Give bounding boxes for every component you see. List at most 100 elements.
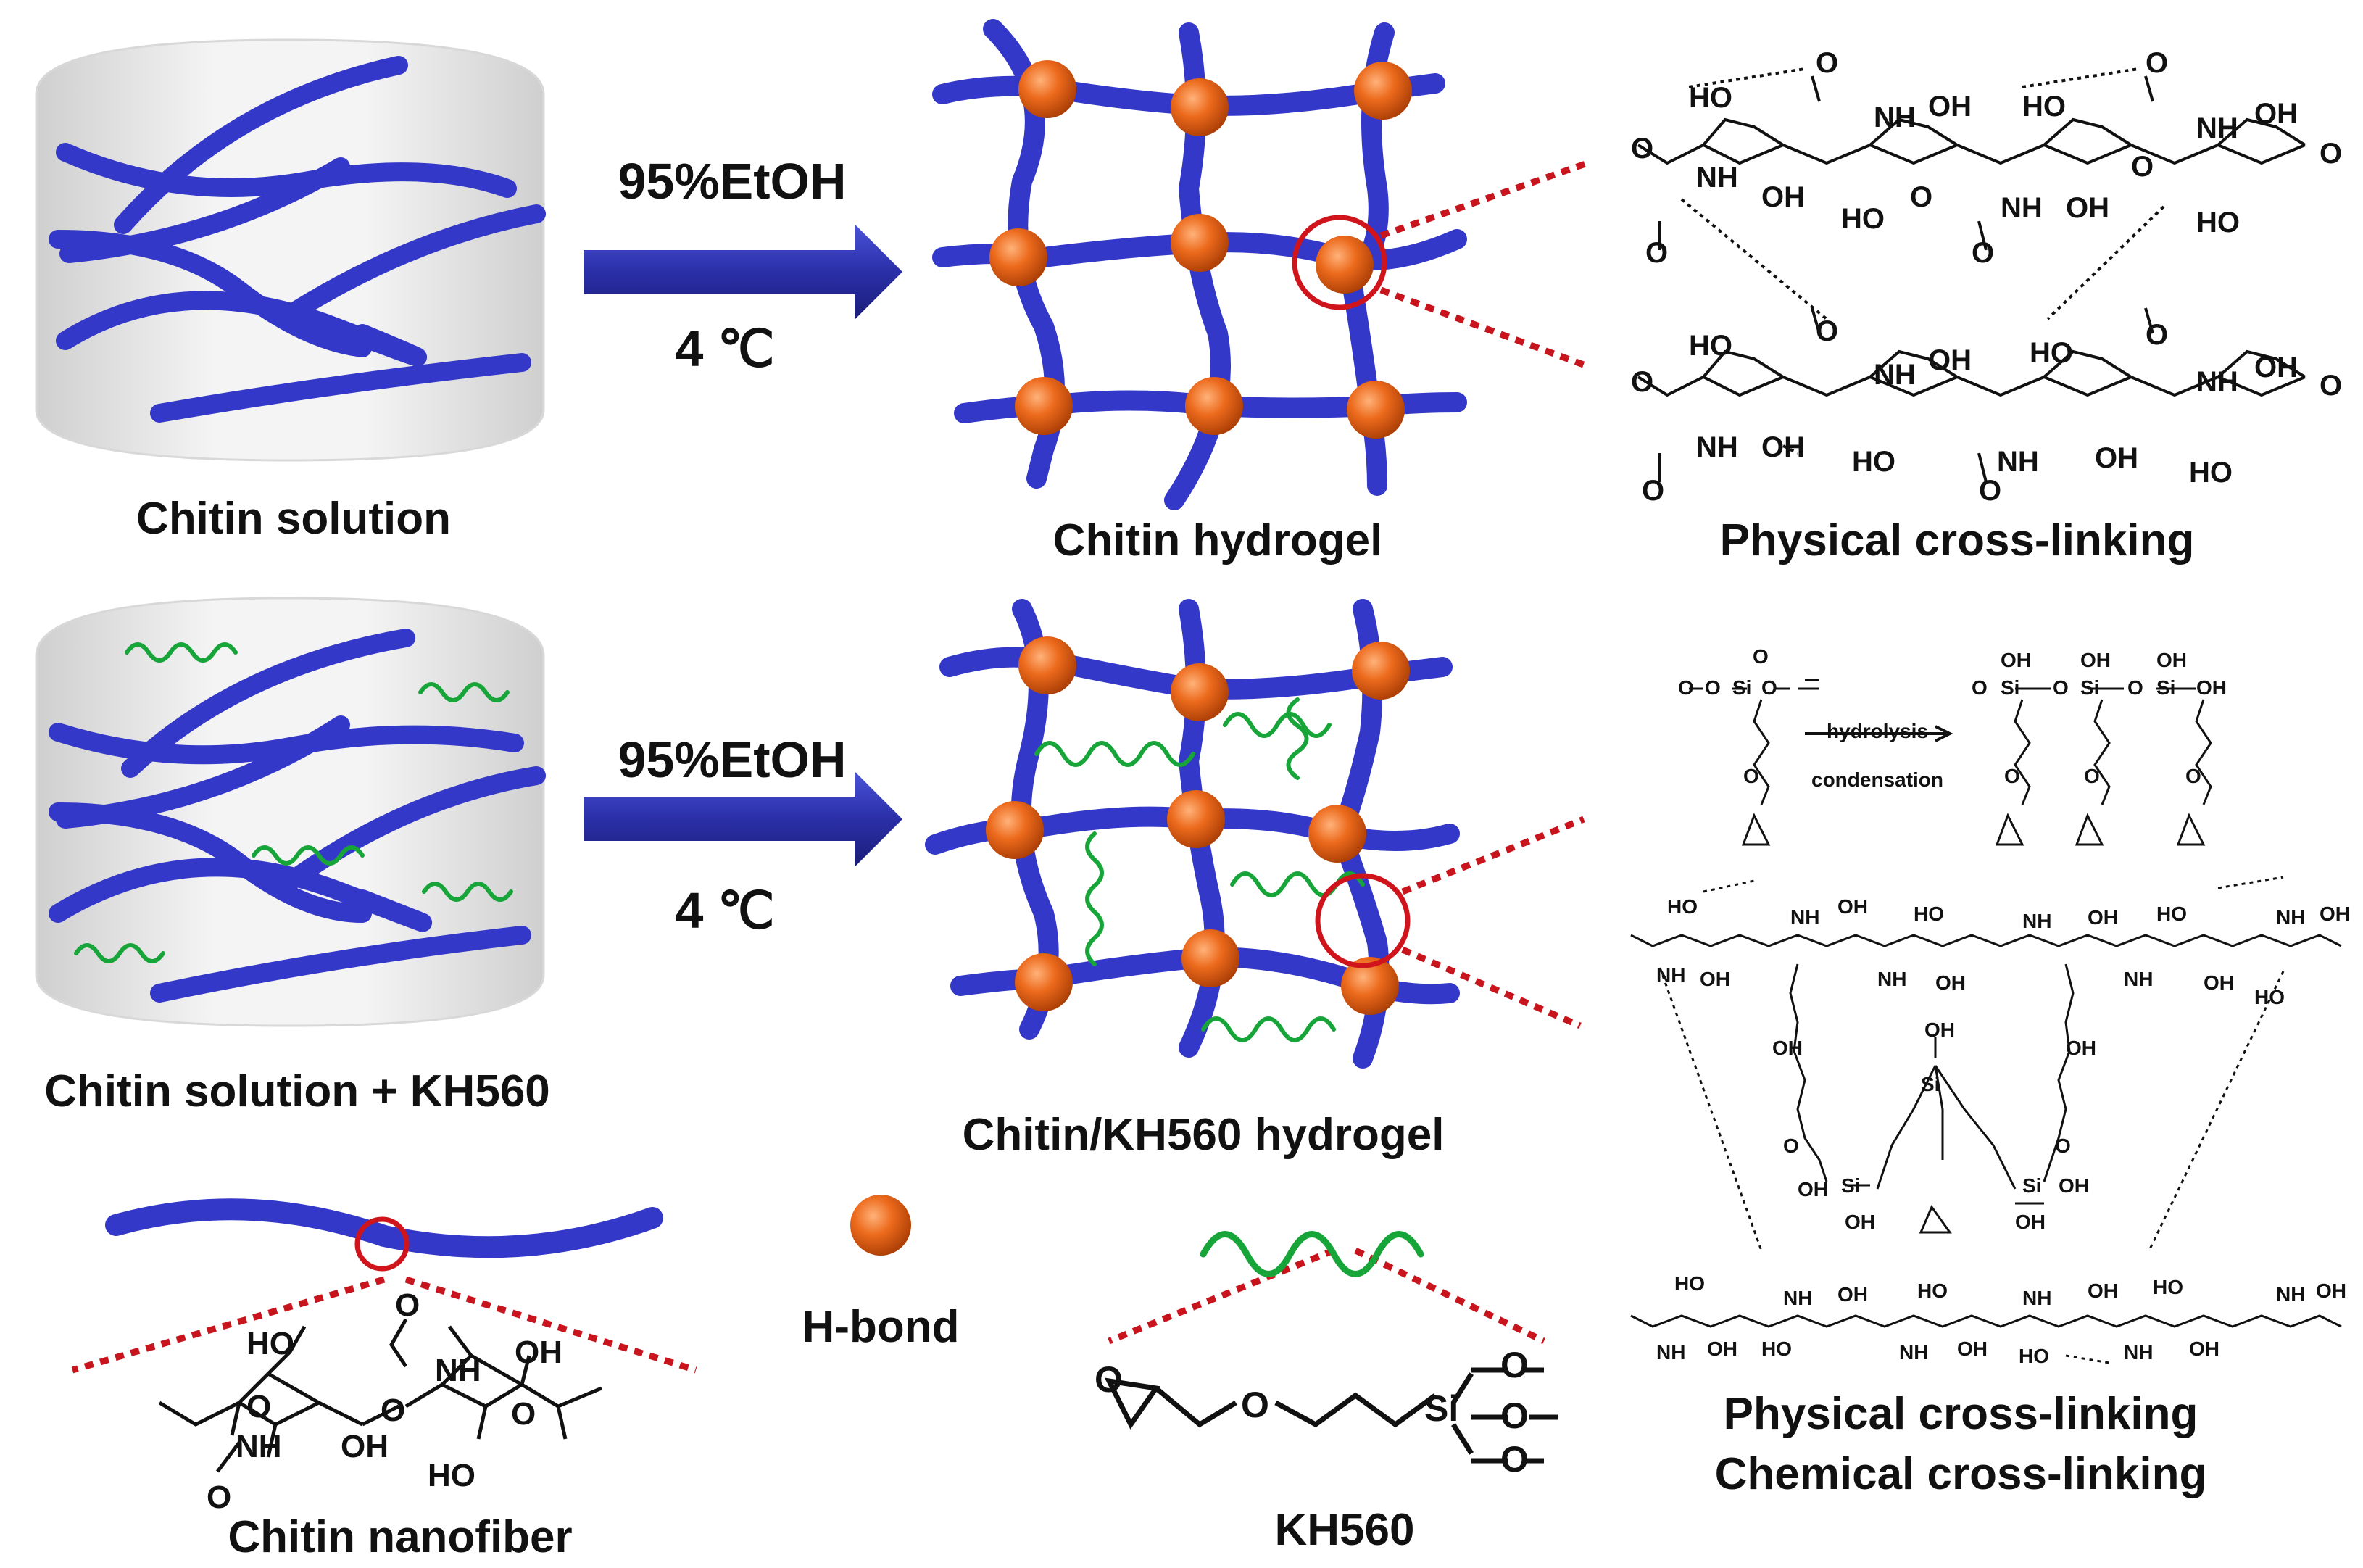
svg-text:NH: NH	[1790, 906, 1819, 929]
svg-text:HO: HO	[1852, 446, 1895, 478]
svg-text:HO: HO	[1689, 82, 1732, 114]
label-chitin-kh560-hydrogel: Chitin/KH560 hydrogel	[962, 1110, 1445, 1160]
svg-text:OH: OH	[2059, 1174, 2089, 1197]
svg-text:NH: NH	[1877, 968, 1906, 990]
svg-text:OH: OH	[2066, 1037, 2096, 1059]
chemical-crosslinking-structure	[1630, 679, 2342, 1364]
svg-text:HO: HO	[1914, 903, 1944, 925]
svg-text:OH: OH	[2254, 98, 2298, 130]
svg-text:O: O	[2185, 765, 2201, 787]
label-hydrolysis: hydrolysis	[1826, 720, 1929, 742]
svg-text:OH: OH	[1935, 971, 1966, 994]
label-solvent-top: 95%EtOH	[618, 153, 847, 210]
svg-text:O: O	[1631, 366, 1653, 398]
svg-text:Si: Si	[1921, 1073, 1940, 1095]
svg-text:O: O	[395, 1287, 420, 1323]
svg-text:Si: Si	[2080, 676, 2099, 699]
zoom-lines	[71, 159, 1589, 1374]
svg-text:O: O	[2320, 370, 2342, 402]
svg-text:O: O	[1500, 1395, 1529, 1436]
svg-text:NH: NH	[2001, 192, 2043, 224]
svg-text:OH: OH	[2066, 192, 2109, 224]
svg-text:NH: NH	[1656, 1341, 1685, 1364]
svg-text:NH: NH	[2022, 1287, 2051, 1309]
svg-text:O: O	[1645, 237, 1668, 269]
svg-text:O: O	[1500, 1439, 1529, 1480]
svg-text:NH: NH	[2022, 910, 2051, 932]
svg-text:HO: HO	[2196, 207, 2240, 238]
svg-text:NH: NH	[1874, 101, 1916, 133]
svg-text:HO: HO	[1689, 330, 1732, 362]
svg-text:O: O	[2004, 765, 2020, 787]
svg-text:HO: HO	[1917, 1279, 1948, 1302]
svg-text:HO: HO	[2156, 903, 2187, 925]
label-condensation: condensation	[1811, 768, 1944, 791]
svg-text:OH: OH	[341, 1429, 389, 1464]
svg-text:OH: OH	[2015, 1211, 2046, 1233]
beaker-chitin-solution	[35, 38, 546, 462]
label-solvent-bottom: 95%EtOH	[618, 731, 847, 788]
svg-text:O: O	[1761, 676, 1777, 699]
label-physical-crosslinking-top: Physical cross-linking	[1719, 515, 2195, 565]
svg-text:NH: NH	[2124, 968, 2153, 990]
legend-fiber	[105, 1198, 663, 1272]
label-temperature-top: 4 ℃	[675, 320, 775, 377]
svg-text:O: O	[207, 1480, 231, 1515]
svg-text:OH: OH	[2316, 1279, 2346, 1302]
svg-text:O: O	[2320, 138, 2342, 170]
svg-text:OH: OH	[1928, 91, 1972, 123]
svg-text:OH: OH	[2088, 906, 2118, 929]
svg-text:O: O	[2146, 47, 2168, 79]
svg-text:O: O	[1500, 1345, 1529, 1385]
svg-text:HO: HO	[2153, 1276, 2183, 1298]
label-physical-crosslinking-bottom: Physical cross-linking	[1723, 1389, 2198, 1439]
svg-text:O: O	[2053, 676, 2069, 699]
arrow-bottom	[584, 772, 902, 866]
svg-text:HO: HO	[2019, 1345, 2049, 1367]
svg-text:O: O	[2127, 676, 2143, 699]
svg-text:HO: HO	[246, 1326, 294, 1361]
svg-text:O: O	[1979, 475, 2001, 507]
svg-text:OH: OH	[1837, 895, 1868, 918]
svg-text:Si: Si	[2156, 676, 2175, 699]
svg-text:O: O	[2131, 151, 2154, 183]
label-chemical-crosslinking: Chemical cross-linking	[1714, 1449, 2207, 1499]
label-chitin-hydrogel: Chitin hydrogel	[1052, 515, 1383, 565]
svg-text:OH: OH	[2095, 442, 2138, 474]
svg-text:O: O	[246, 1389, 271, 1424]
svg-text:O: O	[2084, 765, 2100, 787]
svg-text:NH: NH	[1783, 1287, 1812, 1309]
label-temperature-bottom: 4 ℃	[675, 882, 775, 939]
svg-text:Si: Si	[2022, 1174, 2041, 1197]
svg-text:OH: OH	[2001, 649, 2031, 671]
kh560-structure	[1104, 1367, 1558, 1464]
svg-text:OH: OH	[1924, 1019, 1955, 1041]
svg-text:OH: OH	[1845, 1211, 1875, 1233]
svg-text:HO: HO	[2030, 337, 2073, 369]
svg-text:NH: NH	[1997, 446, 2039, 478]
svg-text:OH: OH	[1761, 181, 1805, 213]
svg-text:OH: OH	[1957, 1337, 1988, 1360]
svg-text:O: O	[1783, 1134, 1799, 1157]
svg-text:HO: HO	[1667, 895, 1698, 918]
svg-text:NH: NH	[1874, 359, 1916, 391]
svg-text:O: O	[1816, 315, 1838, 347]
label-chitin-solution: Chitin solution	[136, 494, 451, 544]
svg-text:HO: HO	[2022, 91, 2066, 123]
svg-text:O: O	[1910, 181, 1932, 213]
svg-text:HO: HO	[2254, 986, 2285, 1008]
svg-text:OH: OH	[2088, 1279, 2118, 1302]
svg-text:O: O	[1743, 765, 1759, 787]
label-chitin-solution-kh560: Chitin solution + KH560	[44, 1066, 550, 1116]
arrow-top	[584, 225, 902, 319]
svg-text:O: O	[1972, 237, 1994, 269]
svg-text:NH: NH	[2276, 906, 2305, 929]
svg-text:HO: HO	[1761, 1337, 1792, 1360]
svg-text:OH: OH	[2189, 1337, 2219, 1360]
svg-text:NH: NH	[2276, 1283, 2305, 1306]
svg-text:OH: OH	[1928, 344, 1972, 376]
svg-text:OH: OH	[1700, 968, 1730, 990]
